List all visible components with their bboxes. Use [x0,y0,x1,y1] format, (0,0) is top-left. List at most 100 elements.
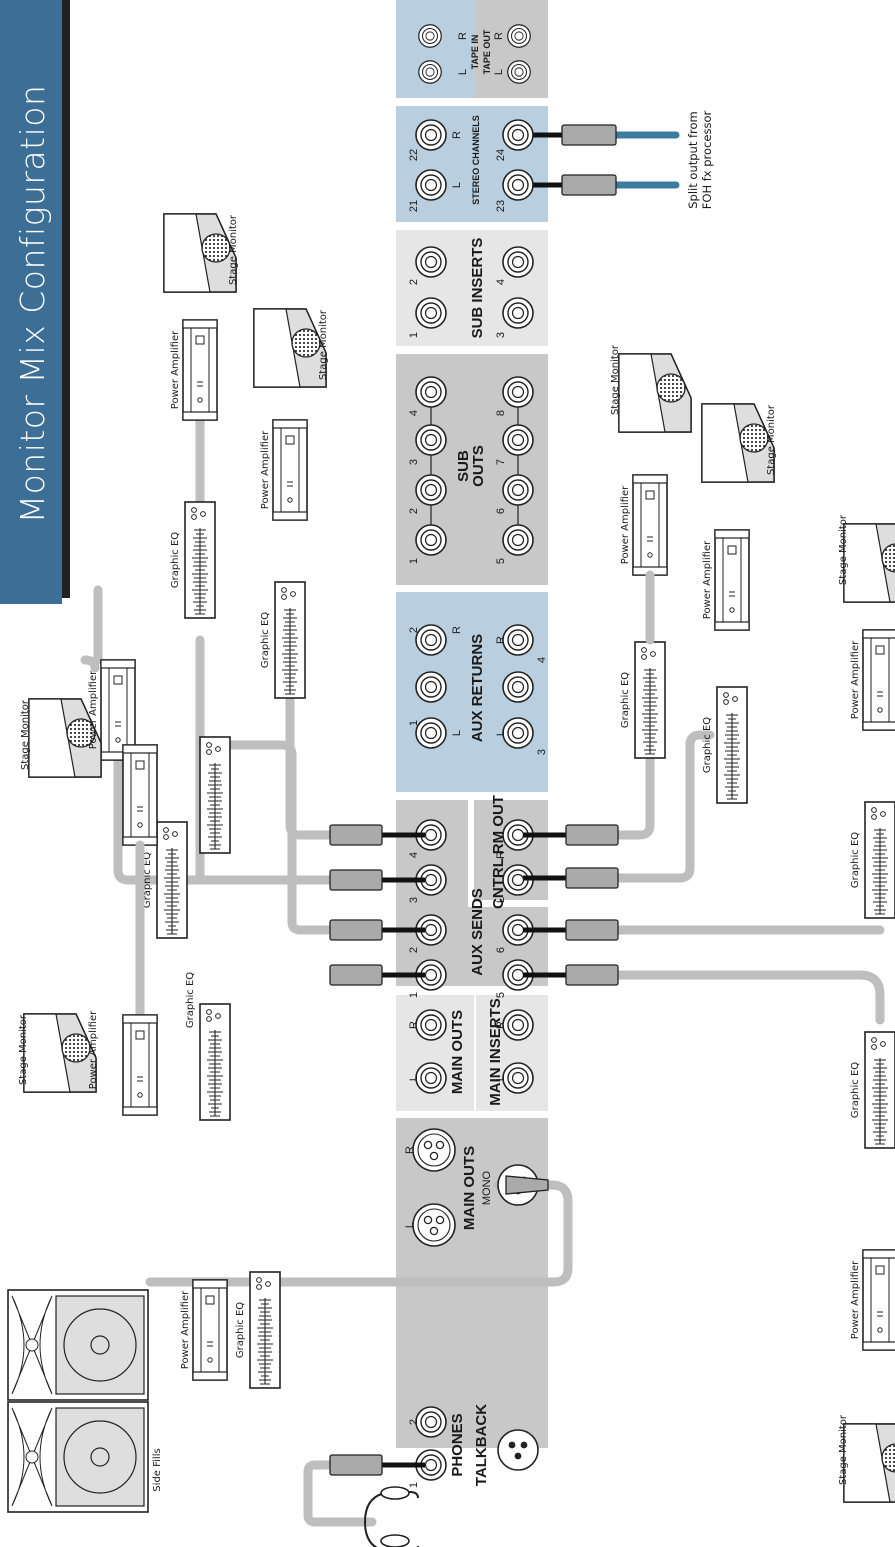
svg-text:R: R [495,1021,507,1029]
svg-text:R: R [451,626,463,634]
svg-text:Power Amplifier: Power Amplifier [850,640,861,719]
svg-text:8: 8 [495,410,507,416]
svg-text:R: R [408,1021,420,1029]
svg-text:SUB INSERTS: SUB INSERTS [469,238,486,339]
svg-text:MAIN OUTS: MAIN OUTS [461,1146,478,1230]
chain-c: Graphic EQ Power Amplifier Stage Monitor [20,655,188,939]
svg-text:Graphic EQ: Graphic EQ [850,1062,861,1118]
svg-text:Graphic EQ: Graphic EQ [850,832,861,888]
svg-text:L: L [495,1075,507,1081]
svg-text:Graphic EQ: Graphic EQ [142,852,153,908]
panel-labels: TAPE IN TAPE OUT R L R L STEREO CHANNELS… [404,29,548,1488]
svg-text:Graphic EQ: Graphic EQ [170,532,181,588]
stage-monitor-icon [163,213,237,293]
svg-text:Power Amplifier: Power Amplifier [702,540,713,619]
cables [93,585,885,1527]
side-fills-chain: Graphic EQ Power Amplifier Side Fills [7,1271,281,1513]
svg-text:L: L [408,1075,420,1081]
svg-text:L: L [495,897,507,903]
svg-text:5: 5 [495,558,507,564]
power-amplifier-icon [182,319,218,421]
svg-text:1: 1 [408,992,420,998]
svg-text:TALKBACK: TALKBACK [473,1404,490,1486]
svg-text:Stage Monitor: Stage Monitor [318,309,329,380]
svg-text:Graphic EQ: Graphic EQ [235,1302,246,1358]
chain-e: Graphic EQ Power Amplifier Stage Monitor [610,344,692,759]
svg-text:Graphic EQ: Graphic EQ [620,672,631,728]
headphones-icon [363,1486,419,1547]
chain-h: Graphic EQ Power Amplifier Stage Monitor [838,1031,895,1503]
svg-text:4: 4 [408,410,420,416]
page-title: Monitor Mix Configuration [13,85,52,524]
svg-text:STEREO CHANNELS: STEREO CHANNELS [471,115,481,205]
svg-text:6: 6 [495,508,507,514]
svg-text:3: 3 [495,332,507,338]
plugs [330,825,618,1475]
svg-text:5: 5 [495,992,507,998]
svg-text:1: 1 [408,332,420,338]
svg-text:2: 2 [408,947,420,953]
chain-b: Graphic EQ Power Amplifier Stage Monitor [253,308,329,699]
svg-text:SUB: SUB [455,450,472,482]
svg-text:2: 2 [408,627,420,633]
svg-text:CNTRL RM OUT: CNTRL RM OUT [490,795,507,909]
title-bar: Monitor Mix Configuration [0,0,70,604]
svg-text:Power Amplifier: Power Amplifier [260,430,271,509]
chain-d-units [122,1003,231,1121]
svg-text:AUX RETURNS: AUX RETURNS [469,634,486,742]
svg-text:Stage Monitor: Stage Monitor [610,344,621,415]
svg-text:Stage Monitor: Stage Monitor [838,1414,849,1485]
svg-text:Stage Monitor: Stage Monitor [228,214,239,285]
svg-text:Graphic EQ: Graphic EQ [185,972,196,1028]
tape-out-panel [474,0,548,98]
chain-f: Graphic EQ Power Amplifier Stage Monitor [685,403,777,804]
svg-text:6: 6 [495,947,507,953]
svg-text:L: L [457,69,469,75]
svg-text:4: 4 [408,852,420,858]
svg-text:Side Fills: Side Fills [152,1448,163,1491]
svg-text:L: L [451,182,463,188]
svg-text:1: 1 [408,558,420,564]
svg-text:Power Amplifier: Power Amplifier [180,1290,191,1369]
svg-text:R: R [495,636,507,644]
svg-text:Stage Monitor: Stage Monitor [18,1014,29,1085]
svg-text:1: 1 [408,1482,420,1488]
chain-g: Graphic EQ Power Amplifier Stage Monitor [838,514,895,919]
svg-text:MAIN OUTS: MAIN OUTS [449,1010,466,1094]
svg-text:Split output from: Split output from [686,111,700,209]
svg-text:Power Amplifier: Power Amplifier [88,1010,99,1089]
graphic-eq-icon [184,501,216,619]
svg-text:24: 24 [495,149,507,161]
svg-text:2: 2 [408,279,420,285]
svg-text:3: 3 [536,749,548,755]
svg-text:1: 1 [408,720,420,726]
svg-text:2: 2 [408,1419,420,1425]
svg-text:MONO: MONO [481,1170,493,1205]
svg-text:AUX SENDS: AUX SENDS [469,888,486,976]
svg-text:Graphic EQ: Graphic EQ [702,717,713,773]
chain-a: Graphic EQ Power Amplifier Stage Monitor [163,213,239,619]
svg-text:L: L [404,1222,416,1228]
svg-text:Power Amplifier: Power Amplifier [88,670,99,749]
svg-text:OUTS: OUTS [470,445,487,487]
svg-text:Power Amplifier: Power Amplifier [850,1260,861,1339]
svg-text:Stage Monitor: Stage Monitor [20,699,31,770]
side-fill-speaker-2 [7,1401,149,1513]
svg-text:2: 2 [408,508,420,514]
side-fill-speaker-1 [7,1289,149,1401]
svg-text:21: 21 [408,200,420,212]
svg-text:L: L [493,69,505,75]
svg-text:3: 3 [408,897,420,903]
svg-text:4: 4 [495,279,507,285]
split-output-note: Split output from FOH fx processor [686,111,714,210]
svg-text:TAPE IN: TAPE IN [470,35,480,70]
svg-text:R: R [404,1146,416,1154]
svg-text:R: R [495,851,507,859]
svg-text:R: R [451,131,463,139]
svg-text:3: 3 [408,459,420,465]
svg-text:7: 7 [495,459,507,465]
svg-text:R: R [493,32,505,40]
svg-text:Stage Monitor: Stage Monitor [838,514,849,585]
chain-d: Graphic EQ Power Amplifier Stage Monitor [18,736,231,1093]
